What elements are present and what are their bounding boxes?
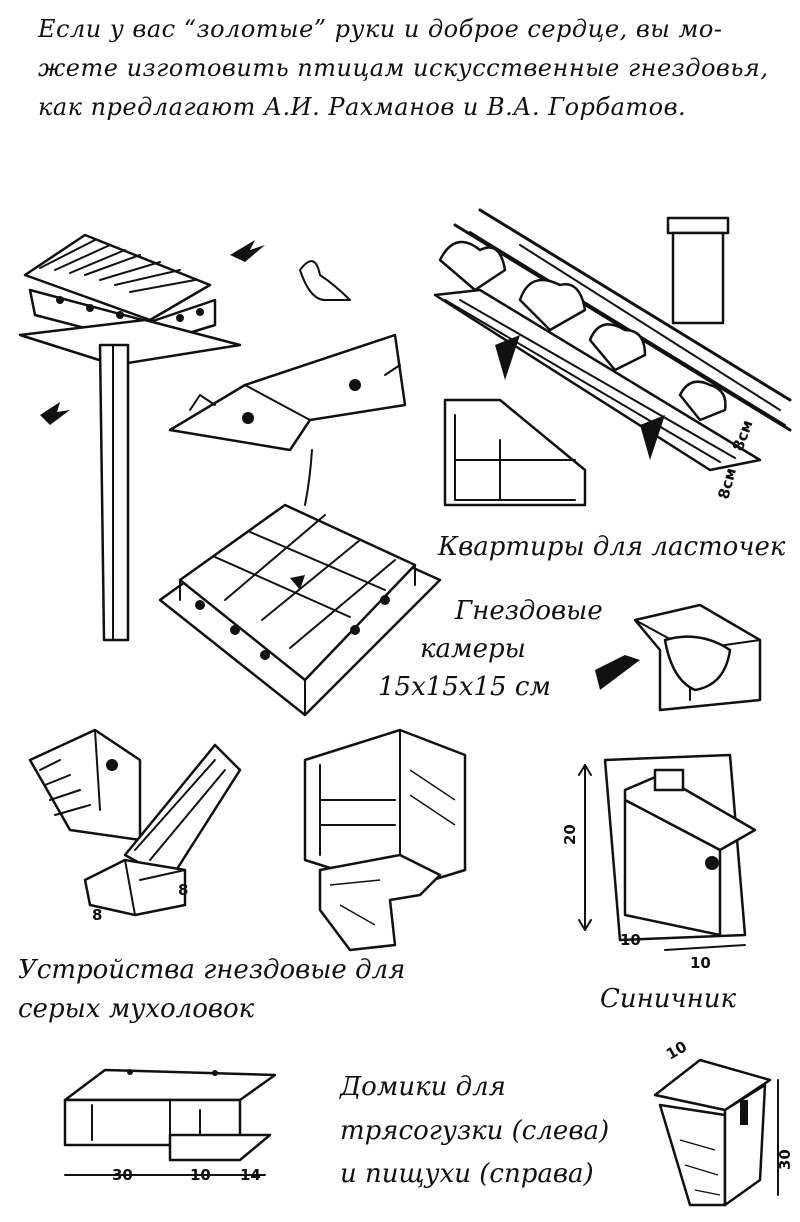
caption-wagtail-line-3: и пищухи (справа)	[340, 1159, 594, 1189]
caption-swallow-apartments: Квартиры для ласточек	[438, 532, 786, 562]
titmouse-depth-label: 10	[620, 931, 641, 949]
flycatcher-dim-b-label: 8	[92, 906, 102, 924]
intro-line-3: как предлагают А.И. Рахманов и В.А. Горб…	[38, 93, 687, 121]
intro-line-2: жете изготовить птицам искусственные гне…	[38, 54, 769, 82]
wagtail-length-label: 30	[112, 1166, 133, 1184]
titmouse-box-illustration: 20 10 10	[561, 753, 757, 972]
swallow-roof-shelter-illustration	[168, 333, 407, 506]
caption-chambers-line-1: Гнездовые	[455, 596, 603, 626]
flycatcher-devices-illustration: 8 8	[28, 728, 467, 952]
caption-chambers-line-3: 15х15х15 см	[378, 672, 551, 702]
creeper-height-label: 30	[776, 1149, 794, 1170]
caption-flycatchers-line-1: Устройства гнездовые для	[18, 955, 406, 985]
creeper-box-illustration: 10 30	[653, 1037, 794, 1207]
caption-chambers-line-2: камеры	[420, 634, 526, 664]
wagtail-mid-label: 10	[190, 1166, 211, 1184]
wagtail-house-illustration: 30 10 14	[63, 1068, 277, 1184]
pole-birdhouse-illustration	[18, 233, 351, 642]
wagtail-end-label: 14	[240, 1166, 261, 1184]
intro-line-1: Если у вас “золотые” руки и доброе сердц…	[38, 15, 723, 43]
creeper-top-label: 10	[663, 1037, 690, 1063]
titmouse-width-label: 10	[690, 954, 711, 972]
caption-flycatchers-line-2: серых мухоловок	[18, 994, 255, 1024]
intro-paragraph: Если у вас “золотые” руки и доброе сердц…	[38, 10, 788, 127]
swallow-shelf-width-label: 8см	[714, 466, 740, 501]
eaves-swallow-nests-illustration: 8см 8см	[433, 208, 792, 507]
nesting-chambers-grid-illustration	[158, 503, 442, 717]
caption-titmouse: Синичник	[600, 984, 737, 1014]
caption-wagtail-line-1: Домики для	[340, 1072, 506, 1102]
swallow-box-nest-illustration	[595, 603, 762, 712]
flycatcher-dim-a-label: 8	[178, 881, 188, 899]
swallow-shelf-height-label: 8см	[729, 418, 757, 454]
titmouse-height-label: 20	[561, 824, 579, 845]
caption-wagtail-line-2: трясогузки (слева)	[340, 1116, 610, 1146]
